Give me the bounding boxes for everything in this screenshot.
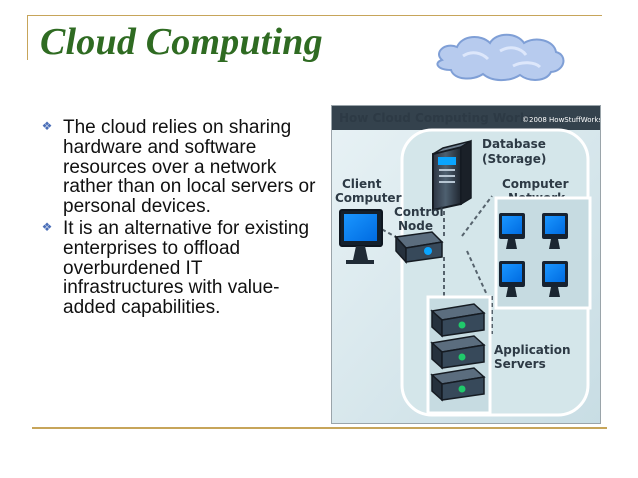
- application-servers-label-line2: Servers: [494, 357, 546, 371]
- bullet-list: ❖ The cloud relies on sharing hardware a…: [40, 118, 325, 320]
- diagram-copyright: ©2008 HowStuffWorks: [522, 116, 600, 124]
- server-stack: [430, 303, 486, 402]
- diagram-header: How Cloud Computing Works: [339, 111, 535, 125]
- server-icon: [430, 303, 486, 338]
- monitor-icon: [499, 261, 525, 297]
- bullet-diamond-icon: ❖: [41, 119, 53, 133]
- top-rule: [27, 15, 602, 16]
- network-monitors: [499, 213, 568, 297]
- monitor-icon: [499, 213, 525, 249]
- diagram-header-bar: [332, 106, 600, 130]
- server-icon: [430, 335, 486, 370]
- bullet-item: ❖ It is an alternative for existing ente…: [40, 219, 325, 318]
- database-label-line1: Database: [482, 137, 546, 151]
- monitor-icon: [339, 209, 383, 264]
- client-computer-label-line1: Client: [342, 177, 382, 191]
- bullet-diamond-icon: ❖: [41, 219, 53, 234]
- database-label-line2: (Storage): [482, 152, 546, 166]
- cloud-diagram: How Cloud Computing Works ©2008 HowStuff…: [331, 105, 602, 424]
- database-server-icon: [432, 139, 472, 212]
- left-rule: [27, 15, 28, 60]
- slide-title: Cloud Computing: [40, 21, 323, 63]
- server-icon: [430, 367, 486, 402]
- bullet-text: It is an alternative for existing enterp…: [63, 217, 310, 319]
- bullet-text: The cloud relies on sharing hardware and…: [63, 117, 316, 218]
- bullet-item: ❖ The cloud relies on sharing hardware a…: [40, 118, 325, 217]
- cloud-diagram-art: How Cloud Computing Works ©2008 HowStuff…: [332, 106, 602, 423]
- monitor-icon: [542, 261, 568, 297]
- cloud-icon: [436, 33, 565, 82]
- computer-network-label-line1: Computer: [502, 177, 569, 191]
- control-node-label-line2: Node: [398, 219, 433, 233]
- bottom-rule: [32, 427, 607, 429]
- monitor-icon: [542, 213, 568, 249]
- application-servers-label-line1: Application: [494, 343, 571, 357]
- control-node-label-line1: Control: [394, 205, 444, 219]
- control-node-icon: [394, 231, 444, 264]
- client-computer-label-line2: Computer: [335, 191, 402, 205]
